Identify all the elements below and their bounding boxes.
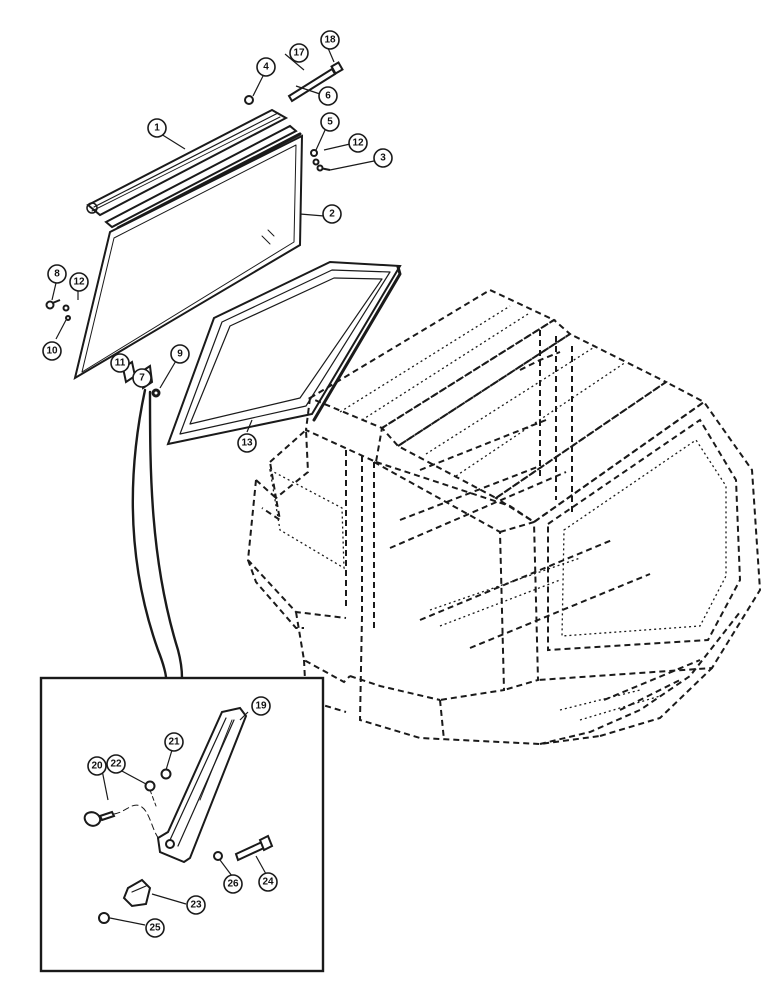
callout-8: 8 [47,264,67,284]
callout-5-label: 5 [327,117,333,128]
callout-2: 2 [322,204,342,224]
callout-12-left: 12 [69,272,89,292]
callout-12-right-label: 12 [352,138,364,149]
callout-17-label: 17 [293,48,305,59]
callout-10-label: 10 [46,346,58,357]
detail-inset [39,676,325,973]
callout-25-label: 25 [149,923,161,934]
callout-6: 6 [318,86,338,106]
callout-21: 21 [164,732,184,752]
seal-frame [166,260,402,446]
callout-26: 26 [223,874,243,894]
callout-13: 13 [237,433,257,453]
callout-24: 24 [258,872,278,892]
callout-11: 11 [110,353,130,373]
callout-25: 25 [145,918,165,938]
callout-19: 19 [251,696,271,716]
callout-21-label: 21 [168,737,180,748]
callout-23: 23 [186,895,206,915]
callout-12-left-label: 12 [73,277,85,288]
callout-9: 9 [170,344,190,364]
callout-24-label: 24 [262,877,274,888]
callout-22-label: 22 [110,759,122,770]
detail-pointer [131,388,184,680]
callout-23-label: 23 [190,900,202,911]
cab-outline [246,288,762,746]
callout-18-label: 18 [324,35,336,46]
callout-20: 20 [87,756,107,776]
callout-13-label: 13 [241,438,253,449]
callout-17: 17 [289,43,309,63]
callout-4-label: 4 [263,62,269,73]
callout-22: 22 [106,754,126,774]
callout-7: 7 [132,368,152,388]
callout-18: 18 [320,30,340,50]
callout-19-label: 19 [255,701,267,712]
callout-10: 10 [42,341,62,361]
callout-12-right: 12 [348,133,368,153]
callout-9-label: 9 [177,349,183,360]
callout-8-label: 8 [54,269,60,280]
leader-lines [51,47,375,926]
callout-11-label: 11 [115,358,126,369]
callout-3-label: 3 [380,153,386,164]
callout-7-label: 7 [139,373,145,384]
callout-1: 1 [147,118,167,138]
hinge-rail [86,108,289,217]
glass-panel [73,134,304,381]
callout-2-label: 2 [329,209,335,220]
callout-20-label: 20 [91,761,103,772]
callout-6-label: 6 [325,91,331,102]
callout-5: 5 [320,112,340,132]
callout-4: 4 [256,57,276,77]
callout-1-label: 1 [154,123,160,134]
callout-3: 3 [373,148,393,168]
callout-26-label: 26 [227,879,239,890]
